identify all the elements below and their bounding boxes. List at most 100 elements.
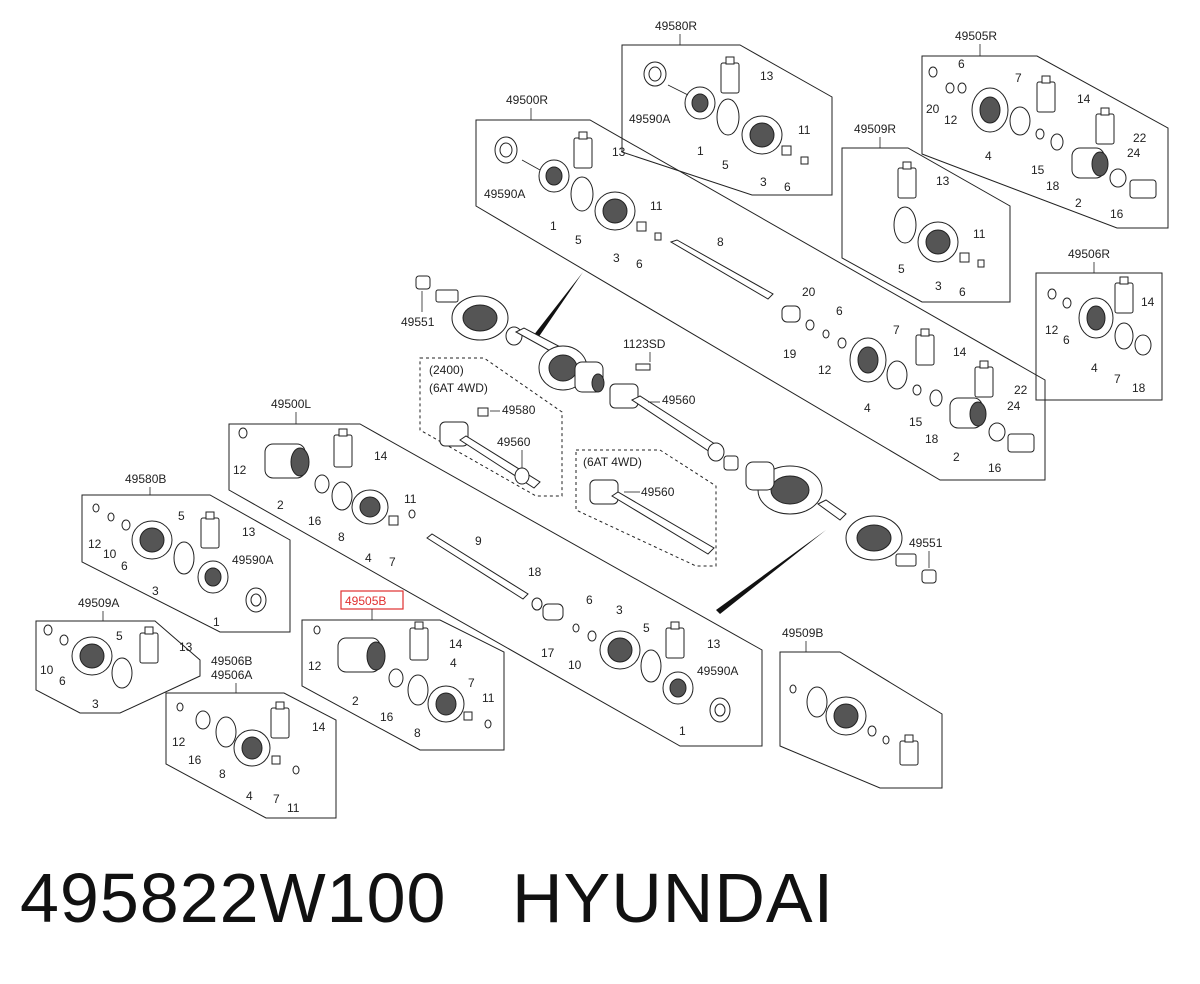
group-49509r: 49509R 13 11 5 3 6 [841,122,1011,303]
callout: 19 [783,347,797,361]
small-clamp [463,711,473,721]
grease-cap [725,56,735,65]
drive-shaft-lower [817,499,847,521]
group-frame-49509r [841,147,1011,303]
callout: 7 [1114,372,1121,386]
nut-part [977,259,985,268]
grease-tube [573,137,593,169]
callout: 4 [1091,361,1098,375]
clip-part [107,512,115,522]
callout: 5 [575,233,582,247]
boot-part-ridge [241,736,263,760]
grease-tube [899,740,919,766]
callout: 16 [380,710,394,724]
group-code-49580b: 49580B [125,472,166,486]
nut-49551-upper [415,275,431,290]
callout: 1 [213,615,220,629]
inner-cv-boot-left-ridge [770,475,810,505]
outer-cv-boot-ridge [462,304,498,332]
callout: 3 [616,603,623,617]
callout: 6 [121,559,128,573]
nut-part [654,232,662,241]
callout: 6 [59,674,66,688]
callout: 2 [1075,196,1082,210]
bolt-1123sd [635,363,651,371]
ring-part [929,389,943,407]
callout: 12 [88,537,102,551]
small-clamp [388,515,399,526]
seal-part [988,422,1006,442]
ring-part [388,668,404,688]
clip-part [59,634,69,646]
callout: 16 [308,514,322,528]
bearing-bracket [609,383,639,409]
grease-tube [720,62,740,94]
callout: 11 [404,492,417,506]
ring-part [957,82,967,94]
boot-part-ridge [857,346,879,374]
callout: 6 [636,257,643,271]
callout: 14 [312,720,326,734]
group-code-49505b[interactable]: 49505B [345,594,386,608]
group-6at-4wd: (6AT 4WD) 49560 [575,449,717,567]
callout: 49551 [401,315,435,329]
grease-cap [414,621,424,630]
shaft-end [723,455,739,471]
inner-cv-boot-ridge [548,354,578,382]
callout: 13 [936,174,950,188]
group-code-49506r: 49506R [1068,247,1110,261]
callout: 7 [893,323,900,337]
nut-part [800,156,809,165]
group-frame-49506b [165,692,337,819]
callout: 18 [1046,179,1060,193]
grease-tube [270,707,290,739]
nut-part [882,735,890,745]
callout: 5 [722,158,729,172]
group-2400-6at-4wd: (2400) (6AT 4WD) 49580 49560 [419,357,563,497]
clip-part [587,630,597,642]
callout: 20 [802,285,816,299]
callout: 12 [172,735,186,749]
callout: 11 [798,123,811,137]
housing-face [1091,151,1109,177]
group-frame-49505b [301,619,505,751]
callout: 20 [926,102,940,116]
seal-part [1109,168,1127,188]
ring-part [1062,297,1072,309]
grease-tube [1036,81,1056,113]
callout: 11 [973,227,986,241]
grease-tube [665,627,685,659]
clip-part [238,427,248,439]
variant-title: (2400) [429,363,464,377]
clamp-part [1009,106,1031,136]
callout: 13 [242,525,256,539]
variant-title: (6AT 4WD) [583,455,642,469]
boot-part-ridge [79,643,105,669]
callout: 11 [287,801,300,815]
brand-caption: HYUNDAI [512,859,835,937]
group-code-49509a: 49509A [78,596,119,610]
callout: 49590A [697,664,738,678]
dashed-frame-6at [575,449,717,567]
shaft-9 [426,533,529,600]
callout: 1 [550,219,557,233]
callout: 7 [389,555,396,569]
clip-part [822,329,830,339]
callout: 2 [277,498,284,512]
stub-shaft [1129,179,1157,199]
grease-tube [200,517,220,549]
callout: 3 [613,251,620,265]
callout: 49580 [502,403,536,417]
cv-joint-inner [545,166,563,186]
callout: 2 [352,694,359,708]
callout: 14 [1141,295,1155,309]
shaft-collar [707,442,725,462]
boss-part [542,603,564,621]
callout: 12 [1045,323,1059,337]
leader-wedge-lower [716,530,826,614]
clip-part [1047,288,1057,300]
callout: 5 [116,629,123,643]
clip-part [805,319,815,331]
callout: 12 [818,363,832,377]
grease-cap [1041,75,1051,84]
